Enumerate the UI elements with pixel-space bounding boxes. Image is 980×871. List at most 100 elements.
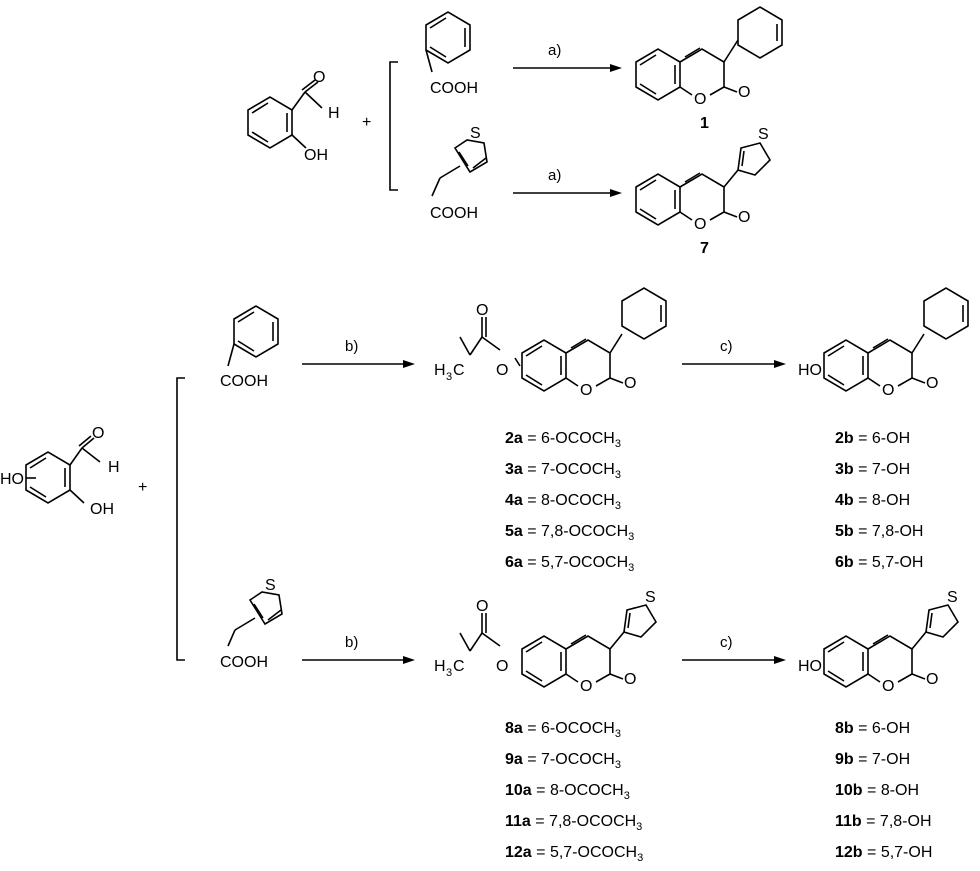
methyl-subscript: 3 (446, 371, 452, 383)
phenylacetic-acid-top: COOH (425, 11, 478, 97)
compound-label: 8b = 6-OH (835, 720, 910, 737)
compound-label: 3b = 7-OH (835, 461, 910, 478)
compound-label: 11a = 7,8-OCOCH3 (505, 813, 642, 833)
substituent: = 7-OCOCH (523, 751, 615, 768)
hydroxyl-label: OH (90, 501, 114, 518)
substituent: = 7,8-OH (854, 523, 924, 540)
substituent: = 6-OCOCH (523, 720, 615, 737)
compound-id: 6a (505, 554, 523, 571)
exo-oxygen: O (624, 671, 636, 688)
acetoxy-thienylcoumarin: O H 3 C O O O S (434, 589, 658, 695)
substituent: = 7,8-OH (862, 813, 932, 830)
exo-oxygen: O (738, 84, 750, 101)
subscript: 3 (624, 790, 630, 802)
ring-oxygen: O (882, 382, 894, 399)
compound-label: 5a = 7,8-OCOCH3 (505, 523, 634, 543)
compound-label: 3a = 7-OCOCH3 (505, 461, 621, 481)
condition-b: b) (345, 338, 358, 355)
substituent: = 8-OCOCH (523, 492, 615, 509)
substituent: = 7,8-OCOCH (531, 813, 636, 830)
hydroxyl-label: OH (304, 147, 328, 164)
condition-a: a) (548, 42, 561, 59)
acid-label: COOH (220, 654, 268, 671)
compound-id: 12a (505, 844, 532, 861)
ring-oxygen: O (694, 91, 706, 108)
substituent: = 5,7-OCOCH (523, 554, 628, 571)
compound-id: 9b (835, 751, 854, 768)
compound-id: 3b (835, 461, 854, 478)
hydroxysalicylaldehyde: O H OH HO (0, 425, 120, 518)
compound-id: 8b (835, 720, 854, 737)
substituent: = 7-OH (854, 751, 910, 768)
subscript: 3 (628, 531, 634, 543)
compound-label: 9a = 7-OCOCH3 (505, 751, 621, 771)
ring-oxygen: O (580, 382, 592, 399)
compound-id: 9a (505, 751, 523, 768)
substituent: = 8-OH (863, 782, 919, 799)
compound-label: 8a = 6-OCOCH3 (505, 720, 621, 740)
compound-id: 10a (505, 782, 532, 799)
salicylaldehyde-top: O H OH (247, 69, 340, 164)
compound-id: 4a (505, 492, 523, 509)
methyl-subscript: 3 (446, 667, 452, 679)
bracket-top (389, 61, 398, 191)
exo-oxygen: O (738, 209, 750, 226)
compound-label: 2a = 6-OCOCH3 (505, 430, 621, 450)
compound-id: 5a (505, 523, 523, 540)
compound-label: 12b = 5,7-OH (835, 844, 932, 861)
ring-hydroxyl-label: HO (0, 471, 24, 488)
substituent: = 5,7-OH (863, 844, 933, 861)
compound-number: 7 (700, 240, 709, 257)
ring-oxygen: O (882, 678, 894, 695)
carbonyl-oxygen: O (313, 69, 325, 86)
aldehyde-h: H (108, 459, 120, 476)
compound-label: 5b = 7,8-OH (835, 523, 923, 540)
substituent: = 8-OCOCH (532, 782, 624, 799)
compound-id: 10b (835, 782, 863, 799)
compound-id: 8a (505, 720, 523, 737)
compound-label: 2b = 6-OH (835, 430, 910, 447)
condition-c: c) (720, 338, 733, 355)
ring-oxygen: O (694, 216, 706, 233)
compound-id: 6b (835, 554, 854, 571)
compound-label: 9b = 7-OH (835, 751, 910, 768)
methyl-h: H (434, 658, 446, 675)
compound-label: 10b = 8-OH (835, 782, 919, 799)
compound-id: 12b (835, 844, 863, 861)
phenylacetic-acid-bottom: COOH (220, 305, 279, 390)
thiophene-sulfur: S (758, 126, 769, 143)
ring-oxygen: O (580, 678, 592, 695)
thiopheneacetic-acid-bottom: S COOH (220, 577, 283, 671)
compound-id: 5b (835, 523, 854, 540)
compound-id: 3a (505, 461, 523, 478)
thiophene-sulfur: S (265, 577, 276, 594)
carbonyl-oxygen: O (92, 425, 104, 442)
compound-id: 11a (505, 813, 531, 830)
substituent: = 7-OCOCH (523, 461, 615, 478)
methyl-c: C (453, 658, 465, 675)
bracket-bottom (176, 377, 185, 661)
hydroxy-phenylcoumarin: HO O O (798, 287, 969, 399)
methyl-h: H (434, 362, 446, 379)
thiophene-sulfur: S (947, 589, 958, 606)
compound-label: 4b = 8-OH (835, 492, 910, 509)
subscript: 3 (615, 759, 621, 771)
substituent: = 7-OH (854, 461, 910, 478)
compound-number: 1 (700, 115, 709, 132)
subscript: 3 (636, 821, 642, 833)
ring-hydroxyl-label: HO (798, 658, 822, 675)
hydroxy-thienylcoumarin: HO O O S (798, 589, 960, 695)
plus-sign: + (138, 479, 147, 496)
substituent: = 8-OH (854, 492, 910, 509)
carbonyl-oxygen: O (476, 302, 488, 319)
subscript: 3 (615, 500, 621, 512)
substituent: = 5,7-OCOCH (532, 844, 637, 861)
subscript: 3 (615, 728, 621, 740)
compound-id: 11b (835, 813, 862, 830)
subscript: 3 (628, 562, 634, 574)
acid-label: COOH (220, 373, 268, 390)
